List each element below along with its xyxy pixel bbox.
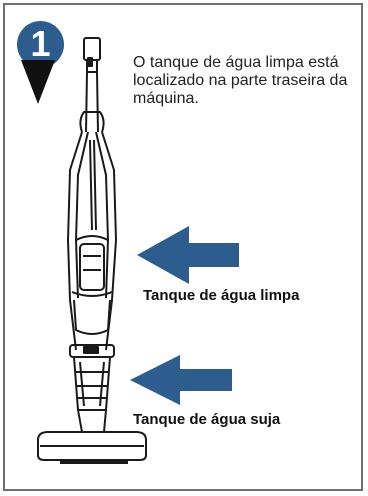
clean-tank-label: Tanque de água limpa: [143, 287, 300, 304]
left-arrow-icon: [137, 226, 239, 284]
left-arrow-icon: [130, 355, 232, 405]
card-frame: [3, 3, 363, 491]
instruction-text: O tanque de água limpa está localizado n…: [133, 54, 348, 107]
dirty-tank-label: Tanque de água suja: [133, 411, 281, 428]
step-number: 1: [30, 23, 51, 64]
down-triangle-icon: [21, 60, 55, 104]
